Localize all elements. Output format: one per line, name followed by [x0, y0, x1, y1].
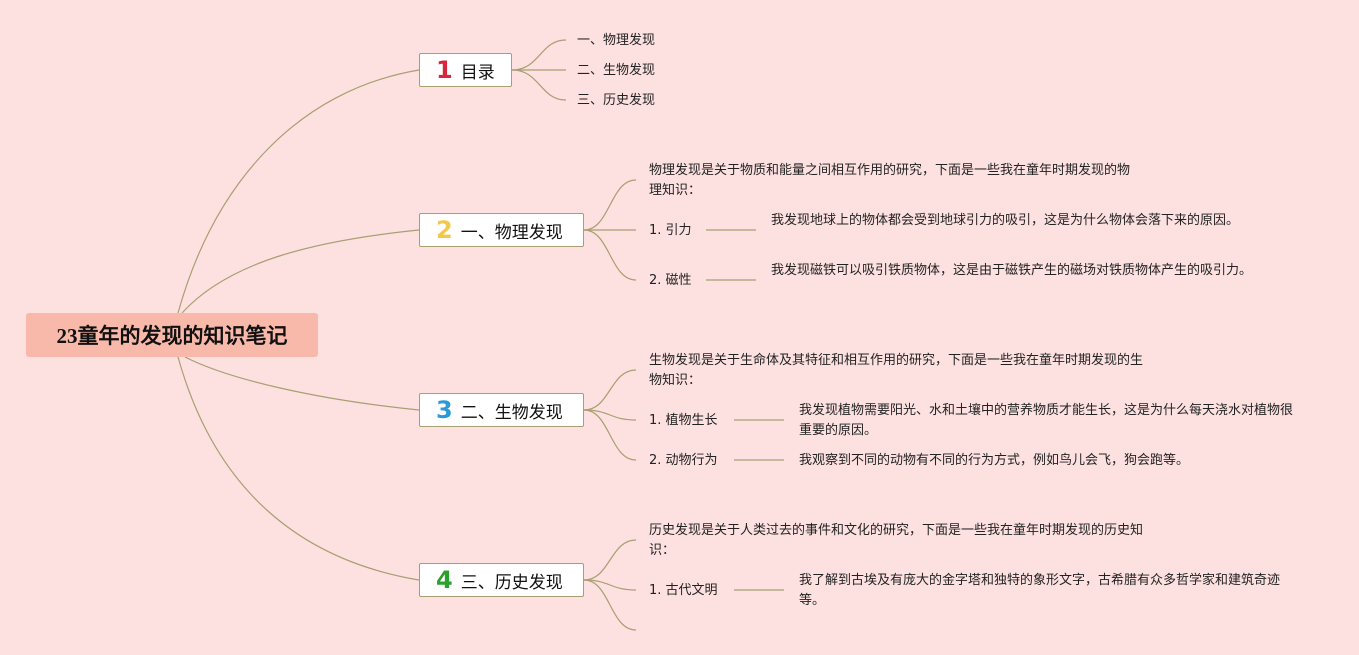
number-2-icon: 2 — [436, 216, 453, 244]
history-ancient-civilization-detail: 我了解到古埃及有庞大的金字塔和独特的象形文字，古希腊有众多哲学家和建筑奇迹等。 — [799, 573, 1281, 608]
biology-plant-growth-detail: 我发现植物需要阳光、水和土壤中的营养物质才能生长，这是为什么每天浇水对植物很重要… — [799, 403, 1294, 438]
topic-physics[interactable]: 2 一、物理发现 — [419, 213, 584, 247]
physics-intro: 物理发现是关于物质和能量之间相互作用的研究，下面是一些我在童年时期发现的物理知识… — [649, 163, 1131, 198]
physics-item-magnetism[interactable]: 2. 磁性 — [649, 273, 692, 288]
biology-item-plant-growth[interactable]: 1. 植物生长 — [649, 413, 718, 428]
biology-animal-behavior-detail: 我观察到不同的动物有不同的行为方式，例如鸟儿会飞，狗会跑等。 — [799, 453, 1190, 468]
number-4-icon: 4 — [436, 566, 453, 594]
toc-item-biology[interactable]: 二、生物发现 — [577, 63, 656, 78]
topic-contents[interactable]: 1 目录 — [419, 53, 512, 87]
root-title: 23童年的发现的知识笔记 — [56, 324, 288, 348]
biology-intro: 生物发现是关于生命体及其特征和相互作用的研究，下面是一些我在童年时期发现的生物知… — [649, 353, 1144, 388]
topic-label: 目录 — [460, 62, 495, 83]
topic-label: 三、历史发现 — [460, 572, 563, 593]
number-1-icon: 1 — [436, 56, 453, 84]
physics-item-gravity[interactable]: 1. 引力 — [649, 223, 692, 238]
toc-item-physics[interactable]: 一、物理发现 — [577, 33, 656, 48]
biology-item-animal-behavior[interactable]: 2. 动物行为 — [649, 453, 718, 468]
history-intro: 历史发现是关于人类过去的事件和文化的研究，下面是一些我在童年时期发现的历史知识： — [649, 523, 1144, 558]
topic-biology[interactable]: 3 二、生物发现 — [419, 393, 584, 427]
toc-item-history[interactable]: 三、历史发现 — [577, 93, 656, 108]
physics-magnetism-detail: 我发现磁铁可以吸引铁质物体，这是由于磁铁产生的磁场对铁质物体产生的吸引力。 — [771, 263, 1253, 278]
root-node[interactable]: 23童年的发现的知识笔记 — [26, 313, 318, 357]
history-item-ancient-civilization[interactable]: 1. 古代文明 — [649, 583, 718, 598]
topic-label: 一、物理发现 — [460, 222, 563, 243]
number-3-icon: 3 — [436, 396, 453, 424]
topic-label: 二、生物发现 — [460, 402, 563, 423]
physics-gravity-detail: 我发现地球上的物体都会受到地球引力的吸引，这是为什么物体会落下来的原因。 — [771, 213, 1240, 228]
topic-history[interactable]: 4 三、历史发现 — [419, 563, 584, 597]
